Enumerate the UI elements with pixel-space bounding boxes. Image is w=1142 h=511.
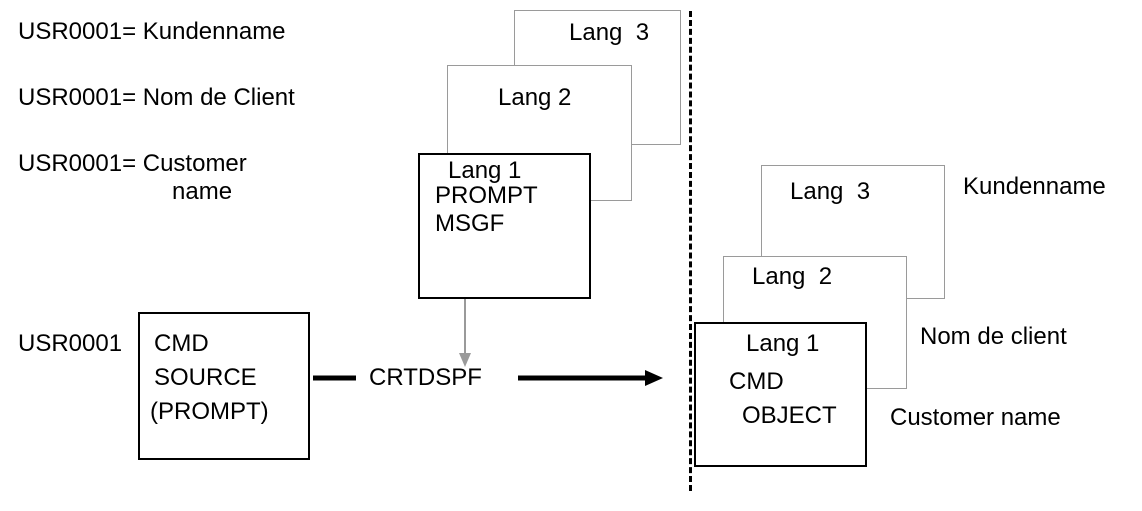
- cmd-object-line-2: OBJECT: [742, 402, 837, 429]
- legend-left-item-fr-line1: USR0001= Nom de Client: [18, 84, 295, 111]
- msgf-to-crtdspf-arrow: [459, 299, 471, 367]
- msgf-stack-layer-lang1-label: Lang 1: [448, 157, 522, 184]
- legend-left-item-en-line2: name: [172, 178, 233, 205]
- cmd-source-line-2: SOURCE: [154, 364, 257, 391]
- crtdspf-command-label: CRTDSPF: [369, 364, 482, 391]
- cmd-source-line-1: CMD: [154, 330, 209, 357]
- legend-right-item-en: Customer name: [890, 404, 1061, 431]
- source-tag-label: USR0001: [18, 330, 123, 357]
- msgf-stack-layer-lang3-label: Lang 3: [569, 19, 650, 46]
- legend-right-item-de: Kundenname: [963, 173, 1106, 200]
- crtdspf-flow-arrow: [518, 370, 663, 386]
- cmd-object-line-1: CMD: [729, 368, 784, 395]
- phase-divider-dashed-line: [689, 11, 692, 491]
- object-stack-layer-lang1: Lang 1 CMD OBJECT: [694, 322, 867, 467]
- object-stack-layer-lang3-label: Lang 3: [790, 178, 871, 205]
- msgf-stack-layer-lang1: Lang 1 PROMPT MSGF: [418, 153, 591, 299]
- legend-left-item-en-line1: USR0001= Customer: [18, 150, 247, 177]
- msgf-prompt-line: PROMPT: [435, 182, 538, 209]
- msgf-msgf-line: MSGF: [435, 210, 505, 237]
- cmd-source-box: CMD SOURCE (PROMPT): [138, 312, 310, 460]
- object-stack-layer-lang2-label: Lang 2: [752, 263, 833, 290]
- msgf-stack-layer-lang2-label: Lang 2: [498, 84, 572, 111]
- legend-left-item-de-line1: USR0001= Kundenname: [18, 18, 286, 45]
- cmd-source-line-3: (PROMPT): [150, 398, 269, 425]
- object-stack-layer-lang1-label: Lang 1: [746, 330, 820, 357]
- legend-right-item-fr: Nom de client: [920, 323, 1067, 350]
